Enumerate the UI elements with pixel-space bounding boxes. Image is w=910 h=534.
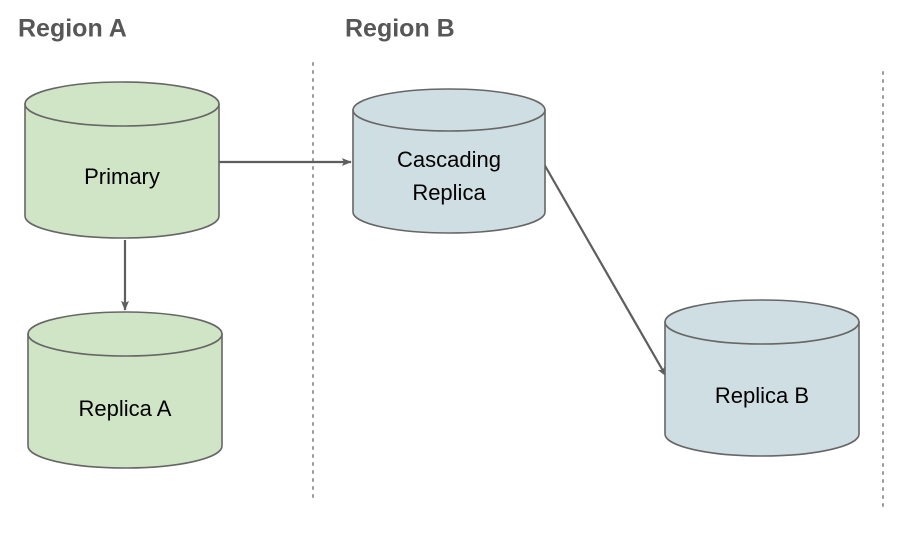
replica-a-cylinder-body xyxy=(27,333,223,469)
cascading-replica-label-line-2: Replica xyxy=(412,180,486,205)
cascading-replica-label-line-1: Cascading xyxy=(397,147,501,172)
region-a-label: Region A xyxy=(18,15,127,43)
replica-b-label: Replica B xyxy=(715,383,809,408)
region-b-label: Region B xyxy=(345,15,455,43)
primary-cylinder-body xyxy=(24,103,220,239)
node-replica-b[interactable]: Replica B xyxy=(664,299,860,457)
cascading-replica-cylinder-top xyxy=(352,88,546,132)
replica-b-cylinder-top xyxy=(664,299,860,345)
primary-cylinder-top xyxy=(24,81,220,127)
replica-b-cylinder-body xyxy=(664,321,860,457)
replica-a-label: Replica A xyxy=(79,396,172,421)
node-primary[interactable]: Primary xyxy=(24,81,220,239)
replica-a-cylinder-top xyxy=(27,311,223,357)
cascading-replica-cylinder-body xyxy=(352,109,546,234)
node-cascading-replica[interactable]: Cascading Replica xyxy=(352,88,546,234)
edge-cascading-replica-to-replica-b[interactable] xyxy=(543,163,667,377)
node-replica-a[interactable]: Replica A xyxy=(27,311,223,469)
primary-label: Primary xyxy=(84,164,160,189)
region-dividers xyxy=(312,62,884,511)
edge-group xyxy=(121,158,667,377)
